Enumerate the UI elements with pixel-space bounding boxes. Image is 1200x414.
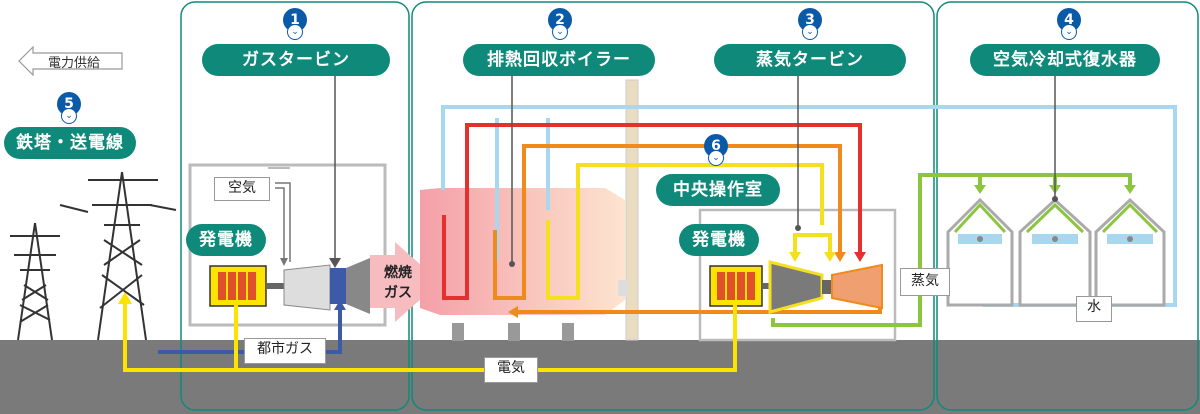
gas-turbine-unit xyxy=(283,258,370,314)
electricity-label: 電気 xyxy=(484,357,538,383)
label-central-control-room[interactable]: 中央操作室 xyxy=(656,174,780,206)
condenser-unit-2 xyxy=(1018,197,1092,307)
steam-turbine-unit xyxy=(768,260,883,314)
transmission-tower-large xyxy=(59,171,177,341)
panel-condenser[interactable] xyxy=(936,1,1199,411)
condenser-unit-1 xyxy=(946,197,1014,307)
chevron-down-icon[interactable]: ⌄ xyxy=(802,24,818,40)
label-air-cooled-condenser[interactable]: 空気冷却式復水器 xyxy=(970,44,1160,76)
transmission-tower-small xyxy=(10,222,60,341)
label-generator-1[interactable]: 発電機 xyxy=(186,224,266,256)
chevron-down-icon[interactable]: ⌄ xyxy=(287,24,303,40)
chevron-down-icon[interactable]: ⌄ xyxy=(708,150,724,166)
power-supply-label: 電力供給 xyxy=(48,56,101,71)
power-supply-arrow: 電力供給 xyxy=(18,46,123,76)
exhaust-stack xyxy=(625,79,639,341)
label-generator-2[interactable]: 発電機 xyxy=(679,224,759,256)
label-gas-turbine[interactable]: ガスタービン xyxy=(202,44,390,76)
chevron-down-icon[interactable]: ⌄ xyxy=(1061,24,1077,40)
panel-hrsg-steam[interactable] xyxy=(411,1,935,411)
label-hrsg[interactable]: 排熱回収ボイラー xyxy=(463,44,655,76)
combustion-gas-label-2: ガス xyxy=(384,285,412,301)
steam-turbine-generator xyxy=(709,265,770,307)
panel-gas-turbine[interactable] xyxy=(180,1,410,411)
water-label: 水 xyxy=(1076,296,1112,322)
chevron-down-icon[interactable]: ⌄ xyxy=(552,24,568,40)
label-steam-turbine[interactable]: 蒸気タービン xyxy=(714,44,906,76)
combustion-gas-arrow xyxy=(370,242,440,322)
gas-turbine-generator xyxy=(209,265,284,307)
chevron-down-icon[interactable]: ⌄ xyxy=(61,108,77,124)
arrow-left-icon xyxy=(18,46,123,76)
combustion-gas-label-1: 燃焼 xyxy=(384,265,412,281)
city-gas-label: 都市ガス xyxy=(244,338,326,364)
condenser-unit-3 xyxy=(1094,197,1166,307)
label-transmission-tower[interactable]: 鉄塔・送電線 xyxy=(4,127,136,159)
steam-label: 蒸気 xyxy=(900,268,950,296)
air-label: 空気 xyxy=(214,177,270,201)
